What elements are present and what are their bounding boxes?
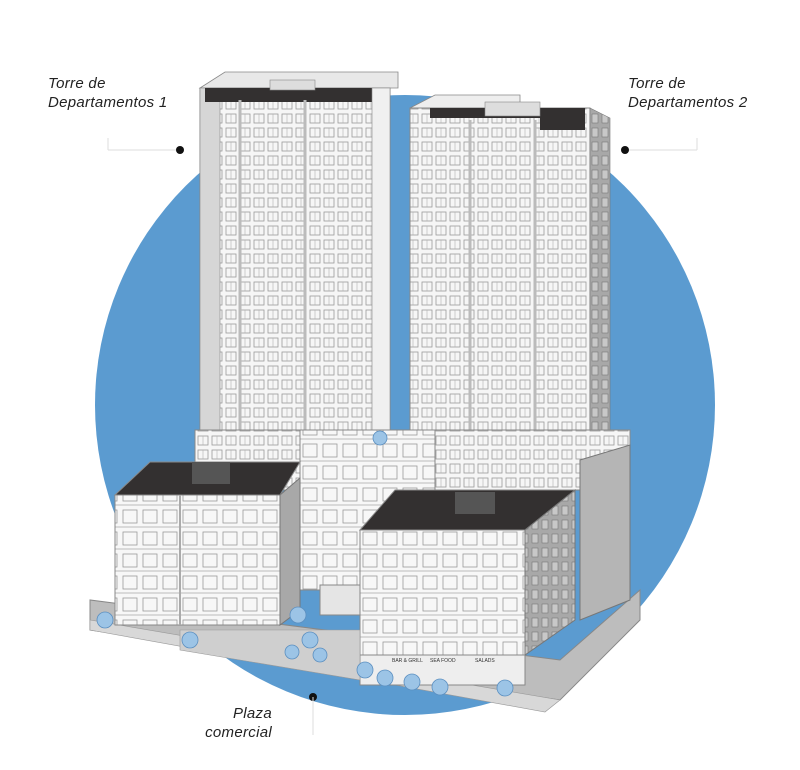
label-plaza-line2: comercial [205, 724, 272, 741]
label-plaza-line1: Plaza [232, 705, 272, 722]
label-tower-1: Torre de Departamentos 1 [48, 74, 168, 112]
tower-1 [198, 71, 399, 444]
marker-dot-tower1 [176, 146, 184, 154]
trees [96, 430, 514, 697]
label-plaza: Plaza comercial [200, 704, 272, 742]
marker-dot-tower2 [621, 146, 629, 154]
label-tower-1-line2: Departamentos 1 [48, 94, 168, 111]
tower-2 [409, 94, 611, 464]
sign-bar-grill: BAR & GRILL [392, 658, 423, 664]
sign-seafood: SEA FOOD [430, 658, 456, 664]
label-tower-2: Torre de Departamentos 2 [628, 74, 748, 112]
left-building [113, 461, 301, 626]
sign-salads: SALADS [475, 658, 495, 664]
label-tower-2-line2: Departamentos 2 [628, 94, 748, 111]
label-tower-2-line1: Torre de [628, 75, 686, 92]
label-tower-1-line1: Torre de [48, 75, 106, 92]
